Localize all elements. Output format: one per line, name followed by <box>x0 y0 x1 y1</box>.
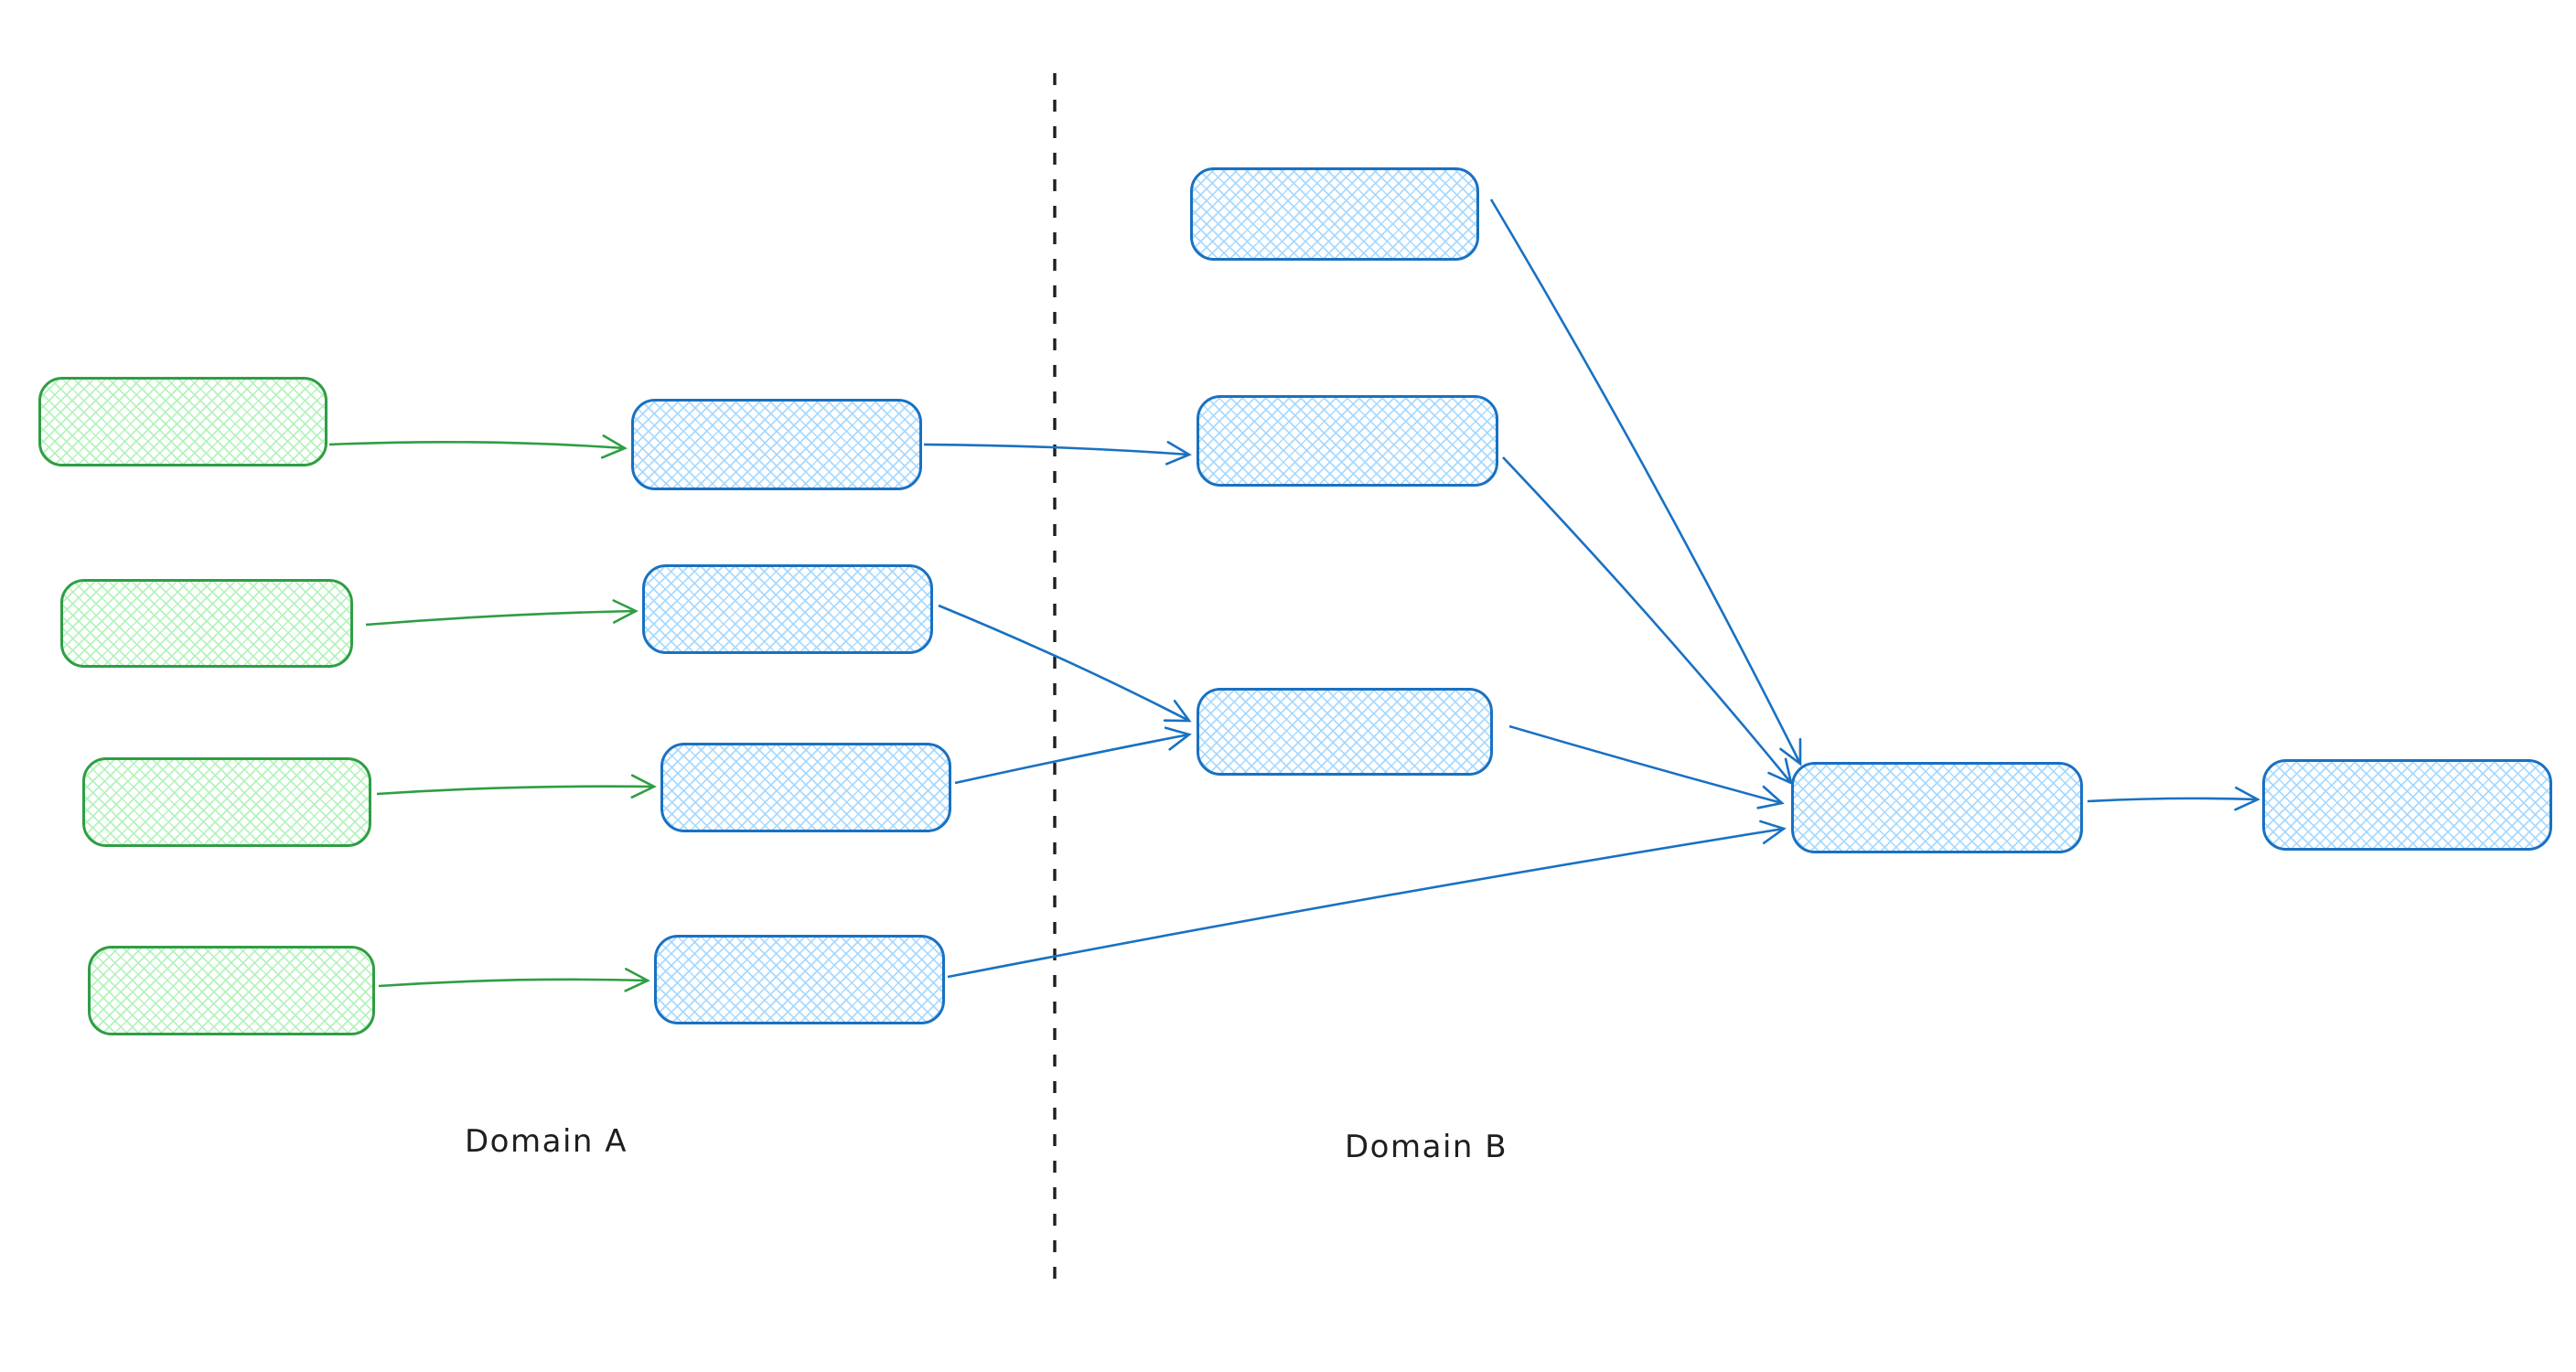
edge-hub-output <box>2087 786 2260 811</box>
edge-source1-process1 <box>328 434 628 459</box>
edge-processA3-processB3 <box>954 726 1192 785</box>
domain-a-source-box-2 <box>60 579 353 668</box>
edge-processA2-processB3 <box>938 604 1192 723</box>
domain-b-process-box-1 <box>1190 167 1479 261</box>
domain-a-process-box-3 <box>660 743 951 832</box>
domain-a-source-box-1 <box>38 377 327 466</box>
domain-b-label: Domain B <box>1345 1129 1508 1165</box>
edge-processB2-hub <box>1502 456 1793 786</box>
domain-a-source-box-4 <box>88 946 375 1035</box>
edge-processB3-hub <box>1508 724 1785 809</box>
domain-a-process-box-4 <box>654 935 945 1024</box>
edge-processA1-processB2 <box>923 441 1192 466</box>
domain-a-process-box-1 <box>631 399 922 490</box>
domain-a-source-box-3 <box>82 757 371 847</box>
domain-b-hub-box <box>1791 762 2083 853</box>
edge-processB1-hub <box>1489 198 1802 766</box>
edge-processA4-hub <box>947 820 1787 979</box>
domain-a-process-box-2 <box>642 564 933 654</box>
domain-b-process-box-3 <box>1197 688 1493 776</box>
domain-b-process-box-2 <box>1197 395 1498 487</box>
edge-source2-process2 <box>365 599 639 627</box>
edge-source3-process3 <box>376 774 657 799</box>
domain-a-label: Domain A <box>465 1123 628 1160</box>
edge-source4-process4 <box>378 968 650 992</box>
domain-b-output-box <box>2262 759 2552 851</box>
